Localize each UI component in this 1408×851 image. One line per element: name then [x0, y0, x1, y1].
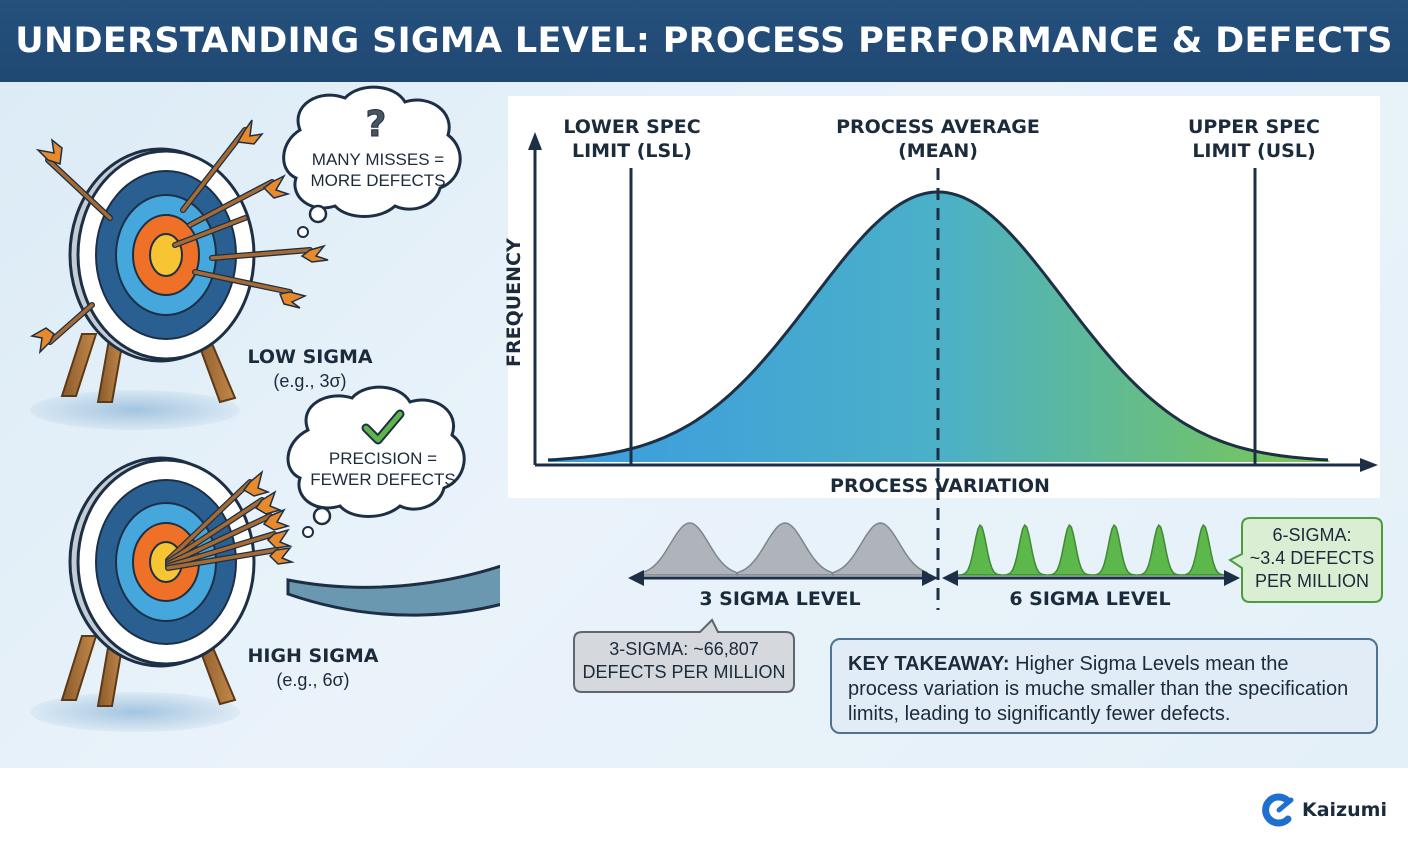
six-sigma-distribution-peak: [1002, 523, 1048, 576]
six-sigma-callout-line2: ~3.4 DEFECTS: [1249, 548, 1375, 568]
arrow-icon: [165, 546, 295, 571]
low-sigma-bubble-line2: MORE DEFECTS: [310, 171, 446, 190]
six-sigma-distribution-peak: [1181, 523, 1226, 576]
target-shadow: [30, 390, 240, 430]
arrow-icon: [209, 244, 329, 263]
arrow-icon: [165, 469, 271, 563]
arrow-icon: [192, 269, 308, 309]
low-sigma-bubble-line1: MANY MISSES =: [311, 150, 445, 169]
high-sigma-example: (e.g., 6σ): [276, 670, 350, 690]
high-sigma-bubble-line2: FEWER DEFECTS: [310, 470, 456, 489]
x-axis-label: PROCESS VARIATION: [830, 475, 1050, 497]
high-sigma-arrows: [165, 469, 295, 571]
key-takeaway-box: KEY TAKEAWAY: Higher Sigma Levels mean t…: [830, 638, 1378, 734]
arrow-icon: [165, 528, 293, 569]
six-sigma-callout: 6-SIGMA: ~3.4 DEFECTS PER MILLION: [1244, 524, 1380, 593]
page-title: UNDERSTANDING SIGMA LEVEL: PROCESS PERFO…: [15, 21, 1393, 61]
low-sigma-arrows: [29, 119, 329, 355]
low-sigma-example: (e.g., 3σ): [273, 371, 347, 391]
targets-illustration: ?: [29, 85, 500, 732]
low-sigma-label: LOW SIGMA: [247, 346, 373, 368]
three-sigma-distribution-peak: [641, 522, 739, 576]
six-sigma-left-arrowhead: [942, 570, 958, 586]
three-sigma-left-arrowhead: [628, 570, 644, 586]
mean-label-line2: (MEAN): [898, 140, 978, 162]
lsl-label-line2: LIMIT (LSL): [572, 140, 692, 162]
six-sigma-distribution-peak: [1136, 523, 1182, 576]
three-sigma-distribution-peak: [831, 522, 930, 576]
high-sigma-thought-bubble: [286, 385, 466, 538]
low-sigma-thought-bubble: [282, 85, 462, 238]
question-mark-icon: ?: [366, 104, 387, 145]
six-sigma-distributions: [957, 523, 1226, 576]
six-sigma-distribution-peak: [1091, 523, 1137, 576]
arrow-icon: [187, 174, 291, 228]
target-shadow: [30, 692, 240, 732]
bell-curve-fill: [548, 192, 1330, 462]
six-sigma-distribution-peak: [1047, 523, 1092, 576]
arrow-icon: [180, 119, 264, 213]
high-sigma-bubble-line1: PRECISION =: [328, 449, 438, 468]
usl-label: UPPER SPEC LIMIT (USL): [1170, 115, 1338, 163]
low-sigma-target: [30, 147, 256, 430]
six-sigma-callout-line3: PER MILLION: [1254, 571, 1370, 591]
arrow-icon: [35, 138, 113, 221]
header-banner: UNDERSTANDING SIGMA LEVEL: PROCESS PERFO…: [0, 0, 1408, 82]
three-sigma-callout-box: [573, 618, 795, 693]
arrow-icon: [165, 508, 291, 567]
arrow-icon: [29, 302, 95, 355]
bell-curve-chart: [528, 132, 1383, 693]
low-sigma-bubble-text: MANY MISSES = MORE DEFECTS: [300, 149, 456, 191]
mean-label: PROCESS AVERAGE (MEAN): [818, 115, 1058, 163]
brand-name: Kaizumi: [1302, 799, 1387, 821]
three-sigma-distributions: [641, 522, 930, 576]
three-sigma-label: 3 SIGMA LEVEL: [699, 588, 861, 610]
key-takeaway-heading: KEY TAKEAWAY:: [848, 653, 1010, 675]
high-sigma-label: HIGH SIGMA: [247, 645, 379, 667]
three-sigma-distribution-peak: [736, 522, 834, 576]
kaizumi-logo-icon: [1262, 793, 1294, 827]
lsl-label-line1: LOWER SPEC: [563, 116, 701, 138]
arrow-icon: [172, 215, 248, 248]
arrow-icon: [165, 490, 283, 565]
y-axis-arrowhead: [528, 132, 542, 150]
six-sigma-callout-line1: 6-SIGMA:: [1272, 525, 1352, 545]
high-sigma-bubble-text: PRECISION = FEWER DEFECTS: [300, 448, 466, 490]
usl-label-line2: LIMIT (USL): [1192, 140, 1316, 162]
three-sigma-callout: 3-SIGMA: ~66,807 DEFECTS PER MILLION: [576, 638, 792, 684]
mean-label-line1: PROCESS AVERAGE: [836, 116, 1040, 138]
three-sigma-callout-line2: DEFECTS PER MILLION: [582, 662, 786, 682]
lsl-label: LOWER SPEC LIMIT (LSL): [548, 115, 716, 163]
y-axis-label: FREQUENCY: [503, 238, 525, 367]
usl-label-line1: UPPER SPEC: [1187, 116, 1321, 138]
key-takeaway-text: Higher Sigma Levels mean the process var…: [848, 653, 1349, 725]
x-axis-arrowhead: [1360, 458, 1378, 472]
brand-logo: Kaizumi: [1262, 790, 1387, 830]
six-sigma-right-arrowhead: [1224, 570, 1240, 586]
six-sigma-callout-box: [1228, 517, 1383, 603]
three-sigma-callout-line1: 3-SIGMA: ~66,807: [609, 639, 759, 659]
transition-arrow-icon: [286, 564, 500, 617]
six-sigma-label: 6 SIGMA LEVEL: [1009, 588, 1171, 610]
six-sigma-distribution-peak: [957, 523, 1003, 576]
three-sigma-right-arrowhead: [922, 570, 938, 586]
